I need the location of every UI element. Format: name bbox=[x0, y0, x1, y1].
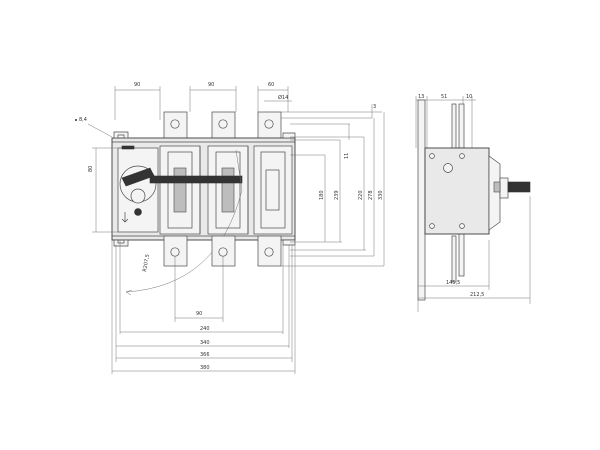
dim-width-366: 366 bbox=[200, 352, 210, 358]
dim-bottom-pitch: 90 bbox=[196, 311, 202, 317]
dim-slot: 8,4 bbox=[79, 117, 87, 123]
vertical-dimensions: 3 11 180 239 220 278 330 bbox=[281, 104, 385, 267]
terminal-hole-icon bbox=[170, 247, 180, 257]
dim-top-2: 90 bbox=[208, 82, 214, 88]
dim-side-145: 145,5 bbox=[446, 280, 460, 286]
dim-side-top-2: 51 bbox=[441, 94, 447, 100]
dim-side-212: 212,5 bbox=[470, 292, 484, 298]
rotary-handle bbox=[117, 145, 243, 233]
dim-width-340: 340 bbox=[200, 340, 210, 346]
terminal-hole-icon bbox=[264, 119, 274, 129]
side-view: 13 51 10 145,5 212,5 bbox=[415, 94, 531, 312]
width-dimensions: 240 340 366 380 bbox=[111, 240, 296, 374]
pole-modules bbox=[159, 145, 293, 235]
dim-side-top-3: 10 bbox=[466, 94, 472, 100]
dim-width-380: 380 bbox=[200, 365, 210, 371]
side-shaft bbox=[507, 181, 531, 193]
mount-bracket-top bbox=[113, 131, 129, 139]
dim-v-330: 330 bbox=[378, 190, 384, 200]
side-body bbox=[424, 147, 490, 235]
mount-bracket-bottom bbox=[113, 239, 129, 247]
dim-v-239: 239 bbox=[334, 190, 340, 200]
terminal-hole-icon bbox=[218, 119, 228, 129]
dim-v-220: 220 bbox=[358, 190, 364, 200]
terminal-hole-icon bbox=[264, 247, 274, 257]
shaft-bar bbox=[149, 175, 243, 184]
terminal-hole-icon bbox=[218, 247, 228, 257]
dim-top-3: 60 bbox=[268, 82, 274, 88]
terminal-hole-icon bbox=[170, 119, 180, 129]
dim-v-180: 180 bbox=[319, 190, 325, 200]
front-view: 90 90 60 Ø14 8,4 bbox=[75, 82, 385, 374]
dim-left: 80 bbox=[88, 166, 94, 172]
handle-swing-arc bbox=[125, 149, 243, 293]
dim-right-3: 3 bbox=[373, 104, 376, 110]
dim-v-278: 278 bbox=[368, 190, 374, 200]
side-rail bbox=[417, 99, 426, 301]
dim-right-11: 11 bbox=[344, 153, 350, 159]
dim-width-240: 240 bbox=[200, 326, 210, 332]
bottom-terminals bbox=[163, 235, 282, 267]
dim-top-1: 90 bbox=[134, 82, 140, 88]
side-screw-icon bbox=[443, 163, 453, 173]
top-dimensions: 90 90 60 Ø14 bbox=[114, 82, 292, 120]
dim-hole-dia: Ø14 bbox=[278, 94, 288, 101]
dim-radius: R207,5 bbox=[142, 254, 151, 273]
dim-side-top-1: 13 bbox=[418, 94, 424, 100]
top-terminals bbox=[163, 111, 282, 143]
